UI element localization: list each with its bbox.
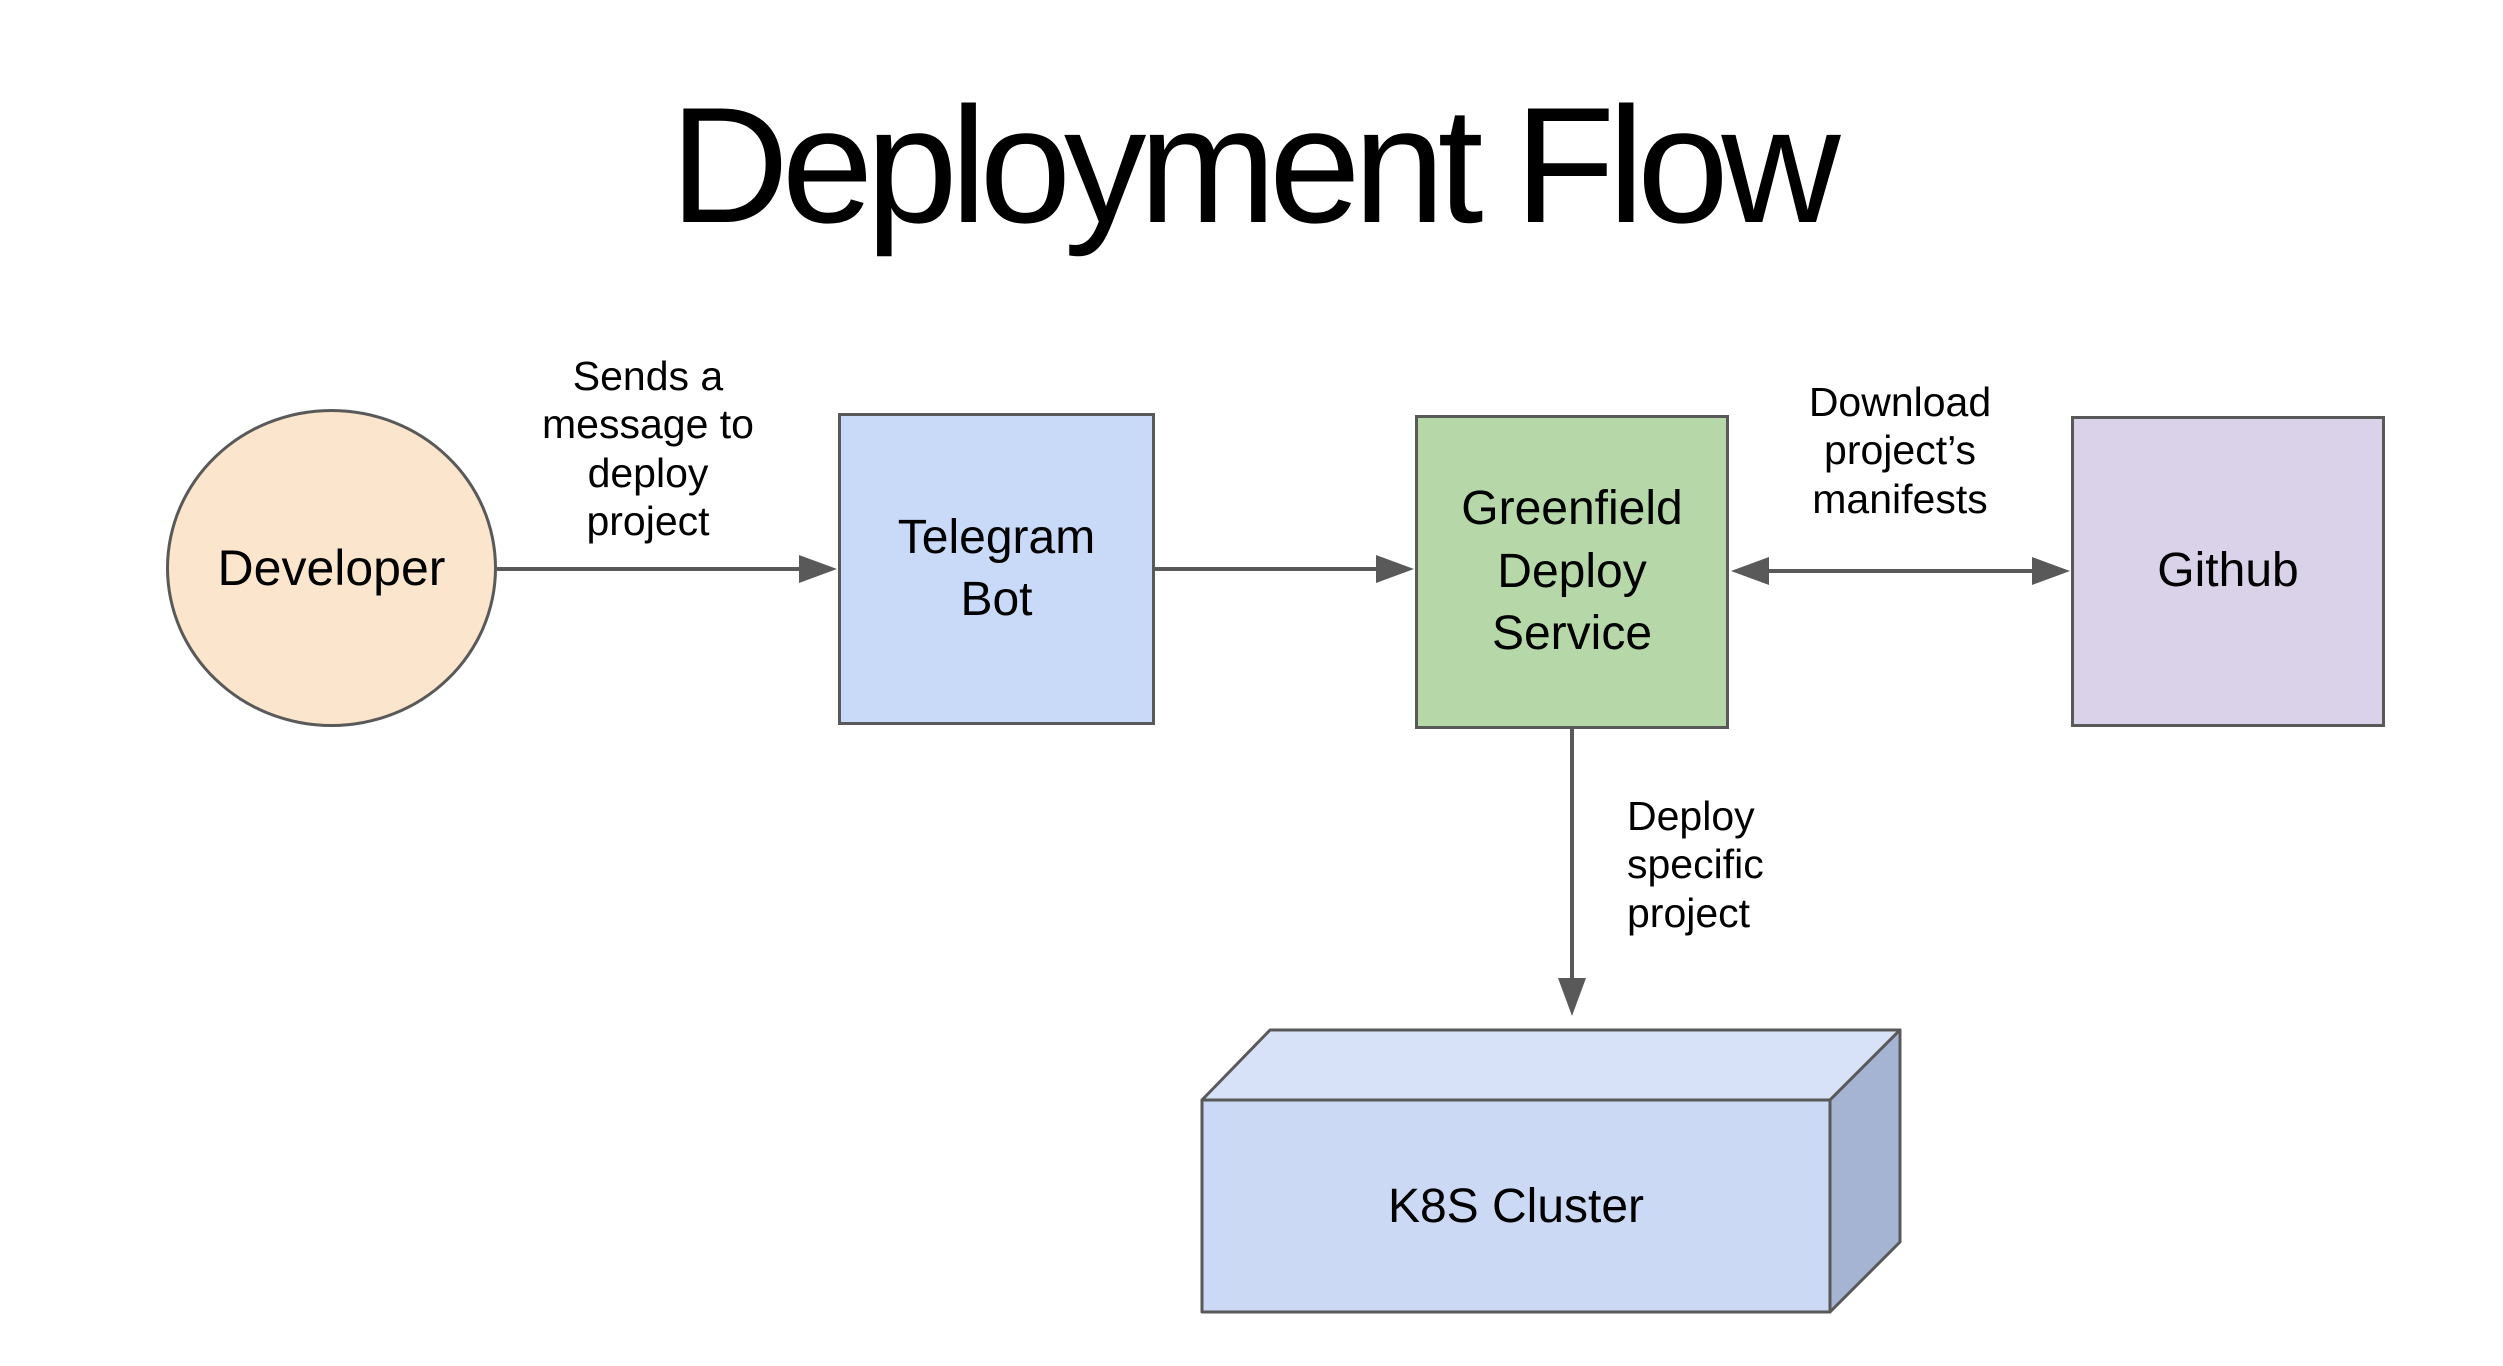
github-node: Github: [2071, 416, 2385, 727]
arrowhead-into-telegram: [799, 555, 837, 583]
k8s-cube-top-face: [1200, 1028, 1902, 1102]
telegram-bot-node: Telegram Bot: [838, 413, 1155, 725]
greenfield-deploy-service-node: Greenfield Deploy Service: [1415, 415, 1729, 729]
diagram-title: Deployment Flow: [669, 73, 1841, 257]
developer-label: Developer: [217, 539, 446, 596]
edge-label-deploy-project: Deploy specific project: [1627, 793, 1764, 936]
arrowhead-into-greenfield: [1376, 555, 1414, 583]
developer-node: Developer: [166, 409, 497, 727]
arrowhead-into-k8s: [1558, 978, 1586, 1016]
k8s-cube-front-face: [1200, 1098, 1832, 1314]
k8s-cluster-node: [1200, 1028, 1902, 1314]
github-label: Github: [2157, 544, 2299, 598]
telegram-bot-label: Telegram Bot: [897, 510, 1096, 626]
arrowhead-into-greenfield-right: [1731, 557, 1769, 585]
arrowhead-into-github: [2032, 557, 2070, 585]
greenfield-deploy-service-label: Greenfield Deploy Service: [1461, 482, 1683, 661]
edge-label-download-manifests: Download project’s manifests: [1808, 379, 1992, 522]
edge-label-sends-message: Sends a message to deploy project: [542, 353, 754, 545]
k8s-cluster-label: K8S Cluster: [1387, 1179, 1645, 1233]
